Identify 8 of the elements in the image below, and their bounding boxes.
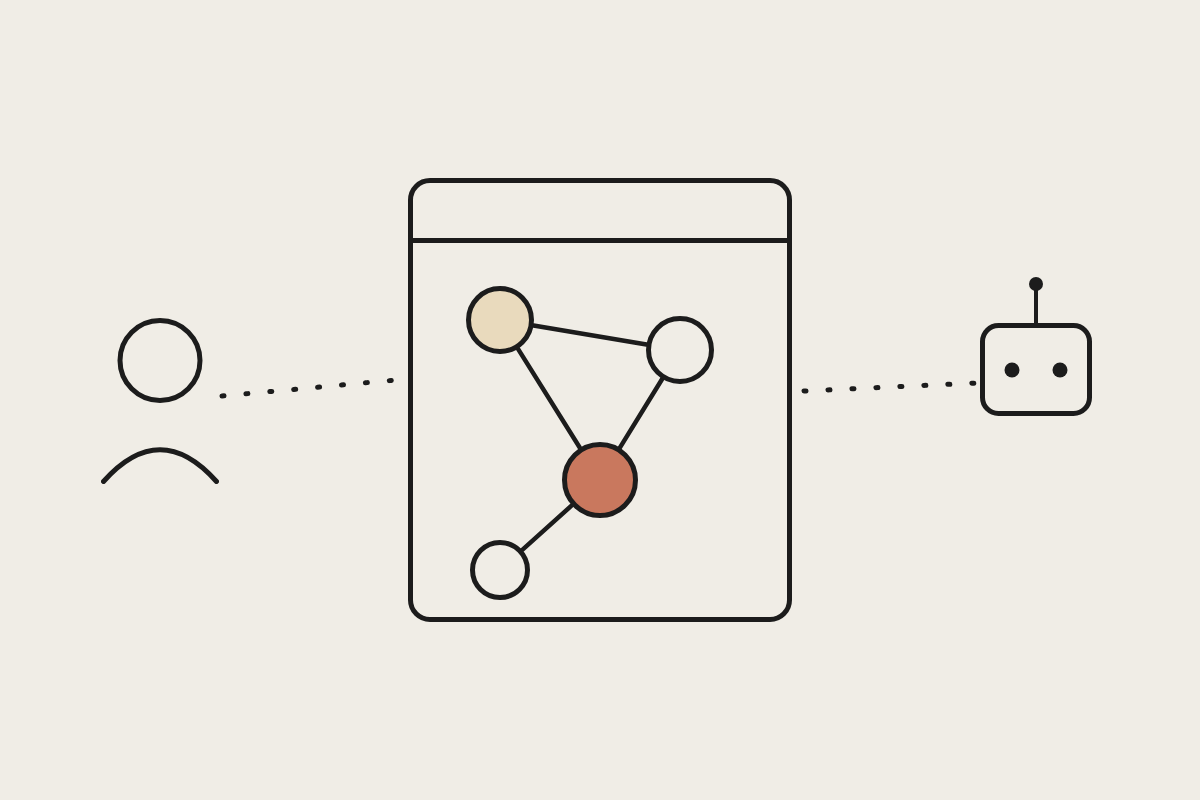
graph-edge-line: [617, 376, 665, 450]
robot-icon: [980, 277, 1092, 416]
graph-edge-line: [515, 346, 583, 451]
graph-node-circle: [562, 442, 638, 518]
person-icon: [101, 318, 219, 484]
graph-node-circle: [470, 540, 530, 600]
graph-edge-line: [520, 503, 574, 553]
window-frame: [408, 178, 792, 622]
